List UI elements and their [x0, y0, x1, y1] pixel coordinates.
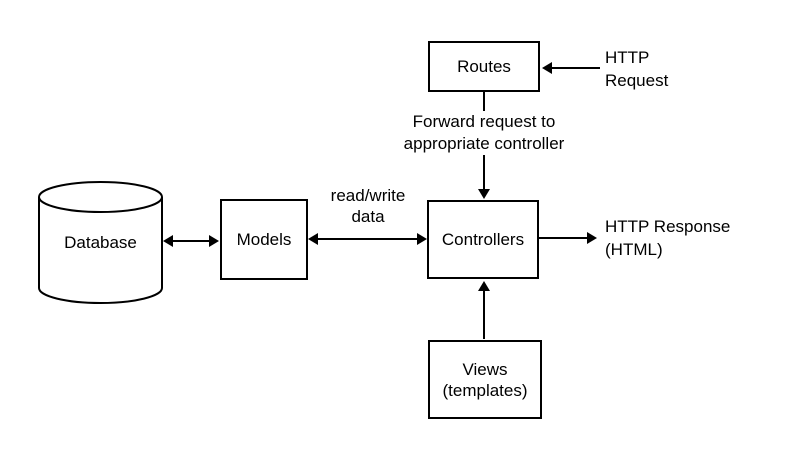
models-label: Models: [236, 230, 292, 249]
database-cylinder-body: [38, 181, 163, 304]
views-label: Views (templates): [442, 359, 528, 400]
database-cylinder-rim: [38, 196, 163, 213]
controllers-label: Controllers: [441, 230, 525, 249]
controllers-box: Controllers: [427, 200, 539, 279]
database-label: Database: [64, 232, 137, 252]
database-cylinder: [38, 181, 163, 304]
routes-label: Routes: [457, 57, 511, 76]
models-box: Models: [220, 199, 308, 280]
http-request-label: HTTP Request: [605, 48, 669, 90]
views-box: Views (templates): [428, 340, 542, 419]
forward-request-label: Forward request to appropriate controlle…: [384, 111, 584, 155]
read-write-data-label: read/write data: [330, 186, 406, 226]
http-response-label: HTTP Response (HTML): [605, 217, 731, 259]
routes-box: Routes: [428, 41, 540, 92]
database-label-container: Database: [39, 182, 162, 303]
